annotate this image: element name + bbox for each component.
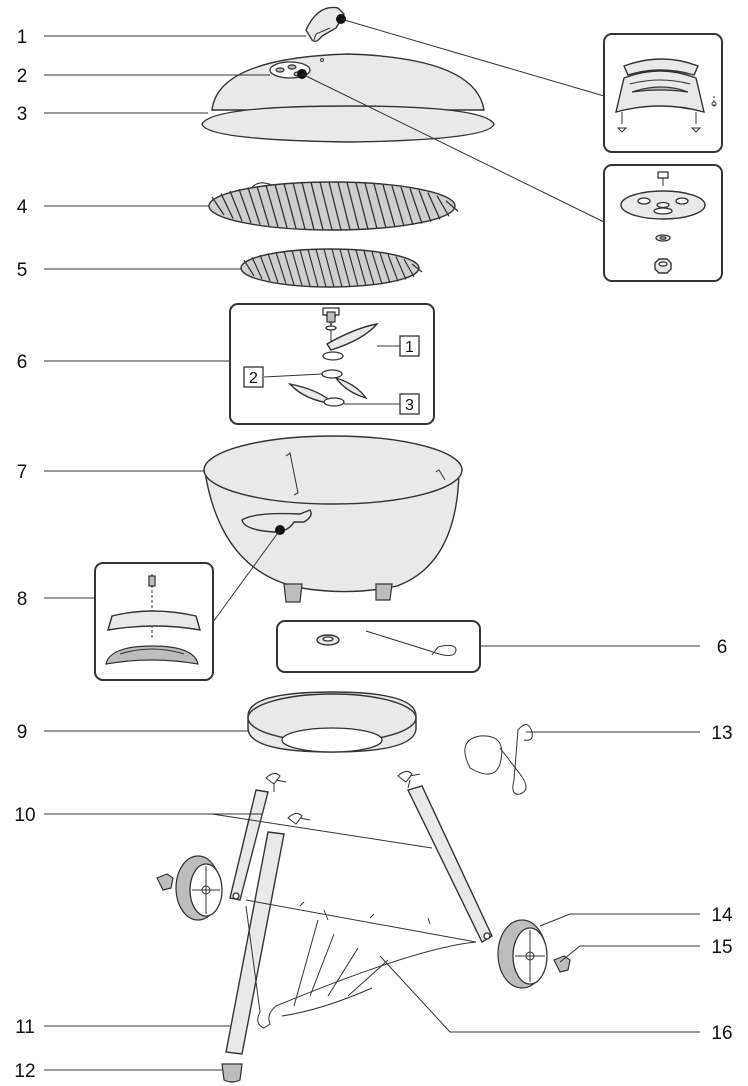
grate-bar xyxy=(395,256,407,280)
callout-3: 3 xyxy=(17,104,28,125)
grate-bar xyxy=(299,249,311,287)
callout-9: 9 xyxy=(17,722,28,743)
grate-bar xyxy=(400,186,414,226)
wheels xyxy=(156,855,571,989)
callout-13: 13 xyxy=(711,723,732,744)
grate-bar xyxy=(310,182,324,230)
damper-label-1: 1 xyxy=(405,339,414,356)
grate-bar xyxy=(274,183,288,229)
grate-bar xyxy=(292,182,306,230)
callout-7: 7 xyxy=(17,462,28,483)
callout-4: 4 xyxy=(17,197,28,218)
bowl-handle-detail-box xyxy=(94,562,214,681)
grate-bar xyxy=(364,183,378,229)
damper-label-2: 2 xyxy=(249,370,258,387)
grate-bar xyxy=(267,253,279,283)
grate-bar xyxy=(382,184,396,228)
callout-5: 5 xyxy=(17,260,28,281)
grate-bar xyxy=(265,184,279,228)
lid-vent-detail-box xyxy=(603,164,723,282)
callout-6-second: 6 xyxy=(717,637,728,658)
grate-bar xyxy=(291,250,303,286)
callout-1: 1 xyxy=(17,27,28,48)
grate-bar xyxy=(411,263,423,273)
grate-bar xyxy=(337,181,351,231)
damper-detail-box: 1 2 3 xyxy=(229,303,435,425)
leg-clips xyxy=(265,770,421,825)
callout-16: 16 xyxy=(711,1023,732,1044)
damper-label-3: 3 xyxy=(405,397,414,414)
callout-11: 11 xyxy=(15,1017,35,1038)
callout-8: 8 xyxy=(17,589,28,610)
ash-catcher-pan xyxy=(247,691,417,753)
grate-bar xyxy=(379,252,391,284)
callout-6: 6 xyxy=(17,352,28,373)
callout-15: 15 xyxy=(711,937,732,958)
grate-bar xyxy=(307,249,319,287)
lid-handle xyxy=(305,6,346,43)
grate-bar xyxy=(211,196,225,216)
grate-bar xyxy=(315,248,327,288)
grate-bar xyxy=(247,187,261,225)
grate-bar xyxy=(403,258,415,278)
grate-bar xyxy=(256,185,270,227)
grate-bar xyxy=(445,200,459,212)
grate-bar xyxy=(409,188,423,224)
grate-bar xyxy=(238,188,252,224)
grate-bar xyxy=(319,181,333,231)
grate-bar xyxy=(229,190,243,222)
grate-bar xyxy=(251,256,263,280)
grate-bar xyxy=(323,248,335,288)
legs xyxy=(221,785,493,1083)
triangle-shelf-frame xyxy=(245,899,477,1029)
grate-bar xyxy=(301,182,315,230)
grate-bar xyxy=(355,182,369,230)
cooking-grate xyxy=(208,181,459,231)
callout-numbers: 1 2 3 4 5 6 7 8 9 10 11 12 13 14 15 16 6 xyxy=(14,27,733,1082)
leader-lines xyxy=(44,18,700,1071)
bowl xyxy=(203,435,463,603)
wire-tool-holder xyxy=(464,724,533,795)
grate-bar xyxy=(427,192,441,220)
grate-bar xyxy=(373,183,387,229)
grate-bar xyxy=(363,250,375,286)
callout-10: 10 xyxy=(14,805,35,826)
grate-bar xyxy=(371,251,383,285)
grate-bar xyxy=(328,181,342,231)
callout-14: 14 xyxy=(711,905,733,926)
tool-hook-detail-box xyxy=(276,620,481,673)
grate-bar xyxy=(339,249,351,287)
grate-bar xyxy=(436,195,450,217)
grate-bar xyxy=(391,185,405,227)
charcoal-grate xyxy=(240,248,423,288)
grate-bar xyxy=(346,182,360,230)
grate-bar xyxy=(220,193,234,219)
grate-bar xyxy=(259,254,271,282)
grate-bar xyxy=(283,250,295,286)
grate-bar xyxy=(283,183,297,229)
grate-bar xyxy=(347,249,359,287)
grate-bar xyxy=(243,259,255,277)
callout-2: 2 xyxy=(17,66,28,87)
grate-bar xyxy=(355,250,367,286)
lid-handle-detail-box xyxy=(603,33,723,153)
lid xyxy=(201,53,495,143)
grate-bar xyxy=(387,254,399,282)
grate-bar xyxy=(331,248,343,288)
grate-bar xyxy=(275,251,287,285)
callout-12: 12 xyxy=(14,1061,35,1082)
grate-bar xyxy=(418,190,432,222)
